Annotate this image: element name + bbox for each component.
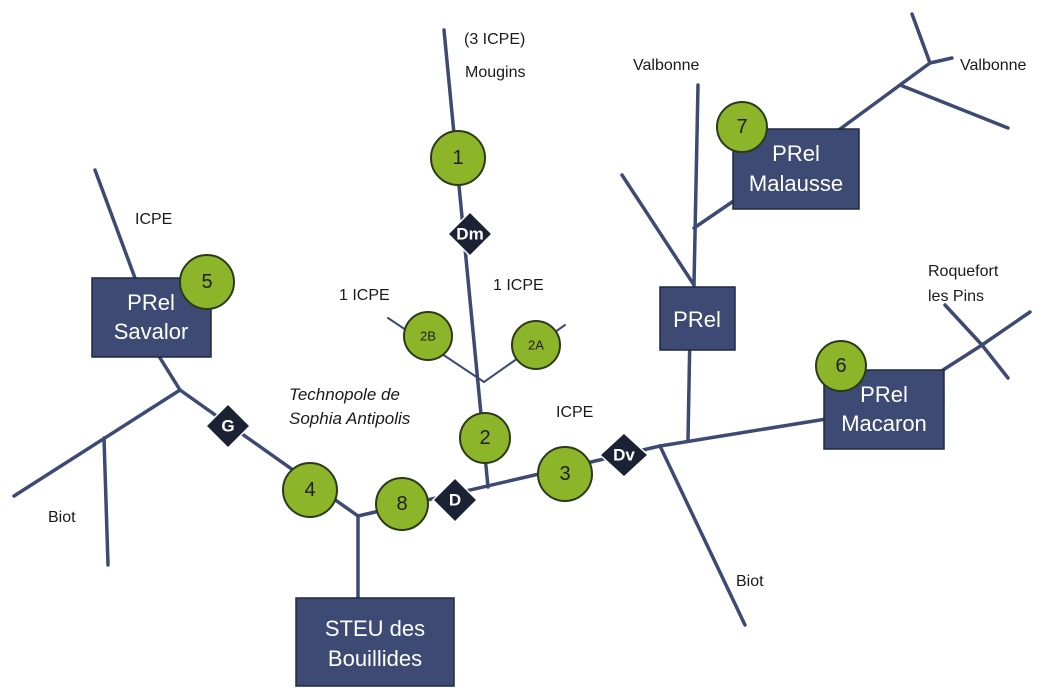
svg-text:1: 1 xyxy=(452,147,463,169)
label-one-icpe-left: 1 ICPE xyxy=(339,287,390,304)
svg-text:Dm: Dm xyxy=(456,225,483,244)
label-technopole-line1: Technopole de xyxy=(289,385,400,404)
macaron-label-line2: Macaron xyxy=(841,411,927,436)
label-icpe-node3: ICPE xyxy=(556,404,593,421)
svg-text:4: 4 xyxy=(304,479,315,501)
label-valbonne-left: Valbonne xyxy=(633,57,700,74)
label-roquefort-line1: Roquefort xyxy=(928,263,999,280)
pipe-roquefort-a xyxy=(980,310,1032,347)
svg-text:2: 2 xyxy=(479,427,490,449)
pipe-valbonne-right-branch-b xyxy=(928,56,954,65)
savalor-label-line2: Savalor xyxy=(114,319,189,344)
label-valbonne-right: Valbonne xyxy=(960,57,1027,74)
label-biot-left: Biot xyxy=(48,509,76,526)
pipe-valbonne-right-branch-c xyxy=(898,83,1010,130)
prel-center-box: PRel xyxy=(659,286,736,351)
label-biot-bottom: Biot xyxy=(736,573,764,590)
valve-dv: Dv xyxy=(598,431,650,479)
malausse-label-line2: Malausse xyxy=(749,171,843,196)
svg-text:G: G xyxy=(221,417,234,436)
label-roquefort-line2: les Pins xyxy=(928,288,984,305)
svg-text:Dv: Dv xyxy=(613,446,635,465)
savalor-label-line1: PRel xyxy=(127,290,175,315)
pipe-roquefort-b xyxy=(943,303,984,347)
node-6: 6 xyxy=(815,340,867,392)
label-mougins: Mougins xyxy=(465,64,525,81)
label-one-icpe-right: 1 ICPE xyxy=(493,277,544,294)
node-7: 7 xyxy=(716,101,768,153)
label-technopole-line2: Sophia Antipolis xyxy=(289,409,411,428)
steu-bouillides-box: STEU des Bouillides xyxy=(295,597,455,687)
valve-dm: Dm xyxy=(446,210,494,258)
label-icpe-savalor: ICPE xyxy=(135,211,172,228)
svg-text:8: 8 xyxy=(396,493,407,515)
svg-text:2B: 2B xyxy=(420,329,436,344)
steu-label-line2: Bouillides xyxy=(328,646,422,671)
label-three-icpe: (3 ICPE) xyxy=(464,31,525,48)
pipe-mougins xyxy=(442,28,490,489)
valve-g: G xyxy=(204,402,252,450)
pipe-valbonne-left-branch xyxy=(620,173,696,287)
svg-text:5: 5 xyxy=(201,271,212,293)
node-8: 8 xyxy=(375,477,429,531)
svg-text:6: 6 xyxy=(835,355,846,377)
pipe-valbonne-right-branch-a xyxy=(910,12,932,65)
steu-label-line1: STEU des xyxy=(325,616,425,641)
prel-center-label: PRel xyxy=(673,307,721,332)
pipe-biot-bottom xyxy=(658,444,747,627)
pipe-roquefort xyxy=(941,343,984,372)
node-1: 1 xyxy=(430,130,486,186)
node-3: 3 xyxy=(537,446,593,502)
node-2a: 2A xyxy=(511,320,561,370)
node-2b: 2B xyxy=(403,311,453,361)
pipe-biot-left xyxy=(12,388,182,498)
svg-text:7: 7 xyxy=(736,116,747,138)
macaron-label-line1: PRel xyxy=(860,382,908,407)
pipe-icpe-savalor xyxy=(93,168,137,280)
valve-d: D xyxy=(431,476,479,524)
node-5: 5 xyxy=(179,254,235,310)
pipe-malausse-outlet xyxy=(692,196,740,230)
svg-text:D: D xyxy=(449,491,461,510)
node-2: 2 xyxy=(459,412,511,464)
pipe-valbonne-right xyxy=(834,61,932,134)
pipe-valbonne-left xyxy=(692,83,700,287)
node-4: 4 xyxy=(282,462,338,518)
malausse-label-line1: PRel xyxy=(772,141,820,166)
pipe-biot-left-branch xyxy=(102,436,110,567)
pipe-roquefort-c xyxy=(980,343,1010,380)
svg-text:2A: 2A xyxy=(528,338,544,353)
svg-text:3: 3 xyxy=(559,463,570,485)
